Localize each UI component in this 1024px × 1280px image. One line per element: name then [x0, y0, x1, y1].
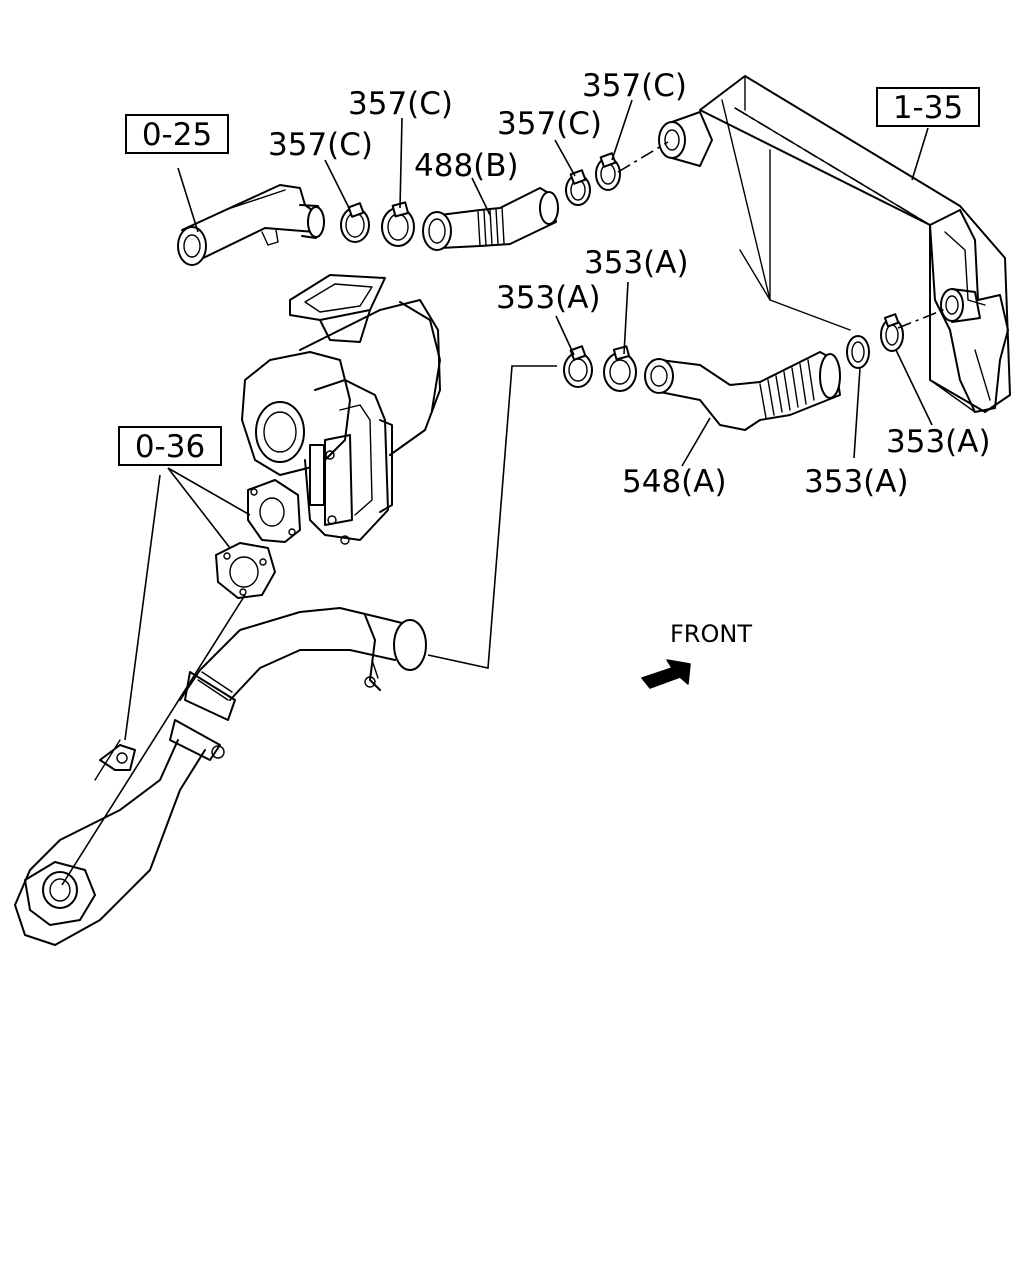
callout-353a-2: 353(A)	[584, 245, 689, 281]
front-indicator: FRONT	[641, 620, 752, 689]
ref-1-35: 1-35	[876, 87, 980, 127]
clamp-353a-1-shape	[563, 345, 593, 388]
ref-0-25: 0-25	[125, 114, 229, 154]
lower-pipe	[14, 607, 427, 946]
clamp-353a-2-shape	[603, 345, 637, 392]
clamp-357c-1-shape	[340, 202, 370, 243]
callout-357c-3: 357(C)	[497, 106, 602, 142]
clamp-357c-4-shape	[595, 152, 621, 191]
leader-lines	[61, 99, 933, 886]
hose-488b-shape	[422, 187, 559, 251]
clamp-353a-4-shape	[880, 313, 904, 352]
intercooler	[658, 75, 1011, 413]
clamp-357c-3-shape	[565, 169, 591, 206]
clamp-357c-2-shape	[381, 201, 415, 247]
ref-0-36: 0-36	[118, 426, 222, 466]
callout-357c-1: 357(C)	[268, 127, 373, 163]
ref-1-35-label: 1-35	[893, 90, 963, 126]
callout-488b: 488(B)	[414, 148, 519, 184]
callout-353a-4: 353(A)	[886, 424, 991, 460]
callout-353a-1: 353(A)	[496, 280, 601, 316]
callout-548a: 548(A)	[622, 464, 727, 500]
centerline-upper	[617, 141, 669, 173]
callout-353a-3: 353(A)	[804, 464, 909, 500]
front-label: FRONT	[670, 620, 752, 648]
callout-357c-2: 357(C)	[348, 86, 453, 122]
callout-357c-4: 357(C)	[582, 68, 687, 104]
clamp-353a-3-shape	[846, 335, 870, 369]
turbocharger	[241, 274, 441, 545]
centerline-lower	[897, 307, 949, 329]
gasket	[215, 542, 276, 599]
front-arrow-icon	[641, 659, 691, 689]
hose-548a-shape	[644, 351, 841, 431]
ref-0-25-label: 0-25	[142, 117, 212, 153]
upper-pipe	[177, 184, 325, 266]
ref-0-36-label: 0-36	[135, 429, 205, 465]
